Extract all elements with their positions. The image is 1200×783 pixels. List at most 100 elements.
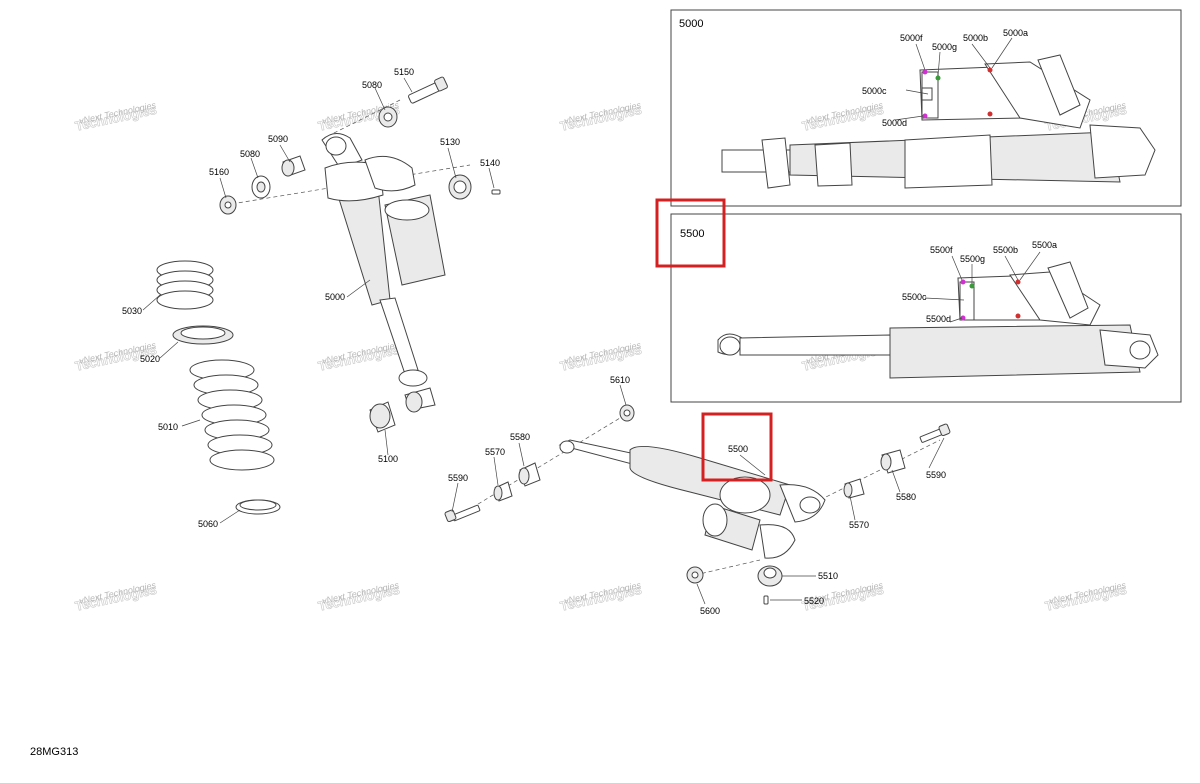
- part-label: 5160: [209, 167, 229, 177]
- leader: [518, 442, 525, 467]
- part-label: 5520: [804, 596, 824, 606]
- spring-5010[interactable]: [189, 359, 275, 471]
- highlight-box-part-5500: [701, 412, 773, 482]
- leader: [619, 384, 627, 406]
- leader: [928, 437, 945, 469]
- part-label: 5500: [728, 444, 748, 454]
- detail-label: 5000b: [963, 33, 988, 43]
- highlight-box-detail-5500: [655, 198, 726, 268]
- bolt-5590-left[interactable]: [444, 504, 481, 523]
- leader: [159, 341, 179, 359]
- part-label: 5590: [448, 473, 468, 483]
- bushing-5570-left[interactable]: [493, 481, 513, 502]
- bushing-5100[interactable]: [369, 401, 396, 433]
- right-shock-assembly: 5610 5580 5570 5590 5500 5590 5580 5570 …: [444, 375, 951, 616]
- leader: [181, 419, 201, 427]
- spring-5030[interactable]: [156, 260, 214, 310]
- leader: [384, 429, 389, 456]
- bushing-5100-b[interactable]: [404, 387, 436, 413]
- part-label: 5030: [122, 306, 142, 316]
- detail-label: 5000g: [932, 42, 957, 52]
- knob-5510[interactable]: [757, 565, 783, 587]
- part-label: 5600: [700, 606, 720, 616]
- detail-label: 5500c: [902, 292, 927, 302]
- part-label: 5080: [240, 149, 260, 159]
- bushing-5580-left[interactable]: [518, 462, 541, 487]
- detail-label: 5000a: [1003, 28, 1028, 38]
- guide-line: [224, 164, 471, 206]
- detail-title: 5500: [680, 228, 704, 240]
- knob-5130[interactable]: [448, 174, 472, 200]
- leader: [451, 482, 459, 513]
- leader: [849, 495, 856, 521]
- leader: [142, 294, 161, 311]
- guide-line: [459, 414, 626, 516]
- part-label: 5150: [394, 67, 414, 77]
- part-label: 5570: [849, 520, 869, 530]
- part-label: 5610: [610, 375, 630, 385]
- bolt-5150[interactable]: [408, 76, 448, 104]
- guide-line: [694, 559, 761, 576]
- part-label: 5090: [268, 134, 288, 144]
- diagram-code: 28MG313: [30, 746, 78, 758]
- bolt-5590-right[interactable]: [919, 423, 951, 443]
- bushing-5090[interactable]: [281, 155, 306, 177]
- detail-frame: [670, 9, 1182, 207]
- leader: [279, 144, 291, 163]
- bushing-5570-right[interactable]: [843, 478, 865, 499]
- detail-title: 5000: [679, 18, 703, 30]
- bushing-5580-right[interactable]: [880, 449, 906, 474]
- piston-detail: [959, 281, 975, 321]
- washer-5080[interactable]: [251, 175, 271, 199]
- guide-line: [819, 439, 941, 501]
- leader: [739, 454, 766, 476]
- detail-label: 5500a: [1032, 240, 1057, 250]
- detail-frame: [670, 213, 1182, 403]
- leader: [891, 469, 901, 493]
- screw-5140[interactable]: [491, 189, 501, 195]
- shock-body-5500[interactable]: [558, 439, 826, 559]
- leader: [488, 167, 495, 189]
- part-label: 5020: [140, 354, 160, 364]
- part-label: 5060: [198, 519, 218, 529]
- part-label: 5130: [440, 137, 460, 147]
- detail-label: 5500g: [960, 254, 985, 264]
- part-label: 5000: [325, 292, 345, 302]
- detail-label: 5500d: [926, 314, 951, 324]
- nut-5160[interactable]: [219, 195, 237, 215]
- shock-body-5000[interactable]: [321, 133, 446, 387]
- part-label: 5580: [896, 492, 916, 502]
- part-label: 5100: [378, 454, 398, 464]
- part-label: 5590: [926, 470, 946, 480]
- leader: [374, 87, 386, 111]
- nut-5610[interactable]: [619, 404, 635, 422]
- part-label: 5580: [510, 432, 530, 442]
- leader: [403, 77, 413, 93]
- screw-5520[interactable]: [763, 595, 769, 605]
- nut-5600[interactable]: [686, 566, 704, 584]
- leader: [493, 456, 499, 486]
- leader: [346, 279, 371, 298]
- leader: [219, 509, 241, 524]
- left-shock-assembly: 5150 5080 5130 5140 5090 5080 5160 5000 …: [122, 67, 501, 529]
- clip-5060[interactable]: [235, 499, 281, 515]
- guide-line: [329, 99, 401, 136]
- detail-panel-5500: 5500 5500f 5500g 5500b 5500a 5500c 5500d: [670, 213, 1182, 403]
- leader: [219, 177, 227, 199]
- detail-label: 5000c: [862, 86, 887, 96]
- leader: [447, 147, 457, 179]
- part-label: 5570: [485, 447, 505, 457]
- spring-seat-5020[interactable]: [172, 325, 234, 345]
- leader: [250, 157, 259, 179]
- nut-5080-top[interactable]: [378, 106, 398, 128]
- part-label: 5510: [818, 571, 838, 581]
- detail-label: 5500f: [930, 245, 953, 255]
- part-label: 5140: [480, 158, 500, 168]
- detail-panel-5000: 5000 5000f 5000g 5000b 5000a 5000c 5000d: [670, 9, 1182, 207]
- detail-label: 5500b: [993, 245, 1018, 255]
- leader: [696, 583, 706, 605]
- detail-label: 5000d: [882, 118, 907, 128]
- part-label: 5080: [362, 80, 382, 90]
